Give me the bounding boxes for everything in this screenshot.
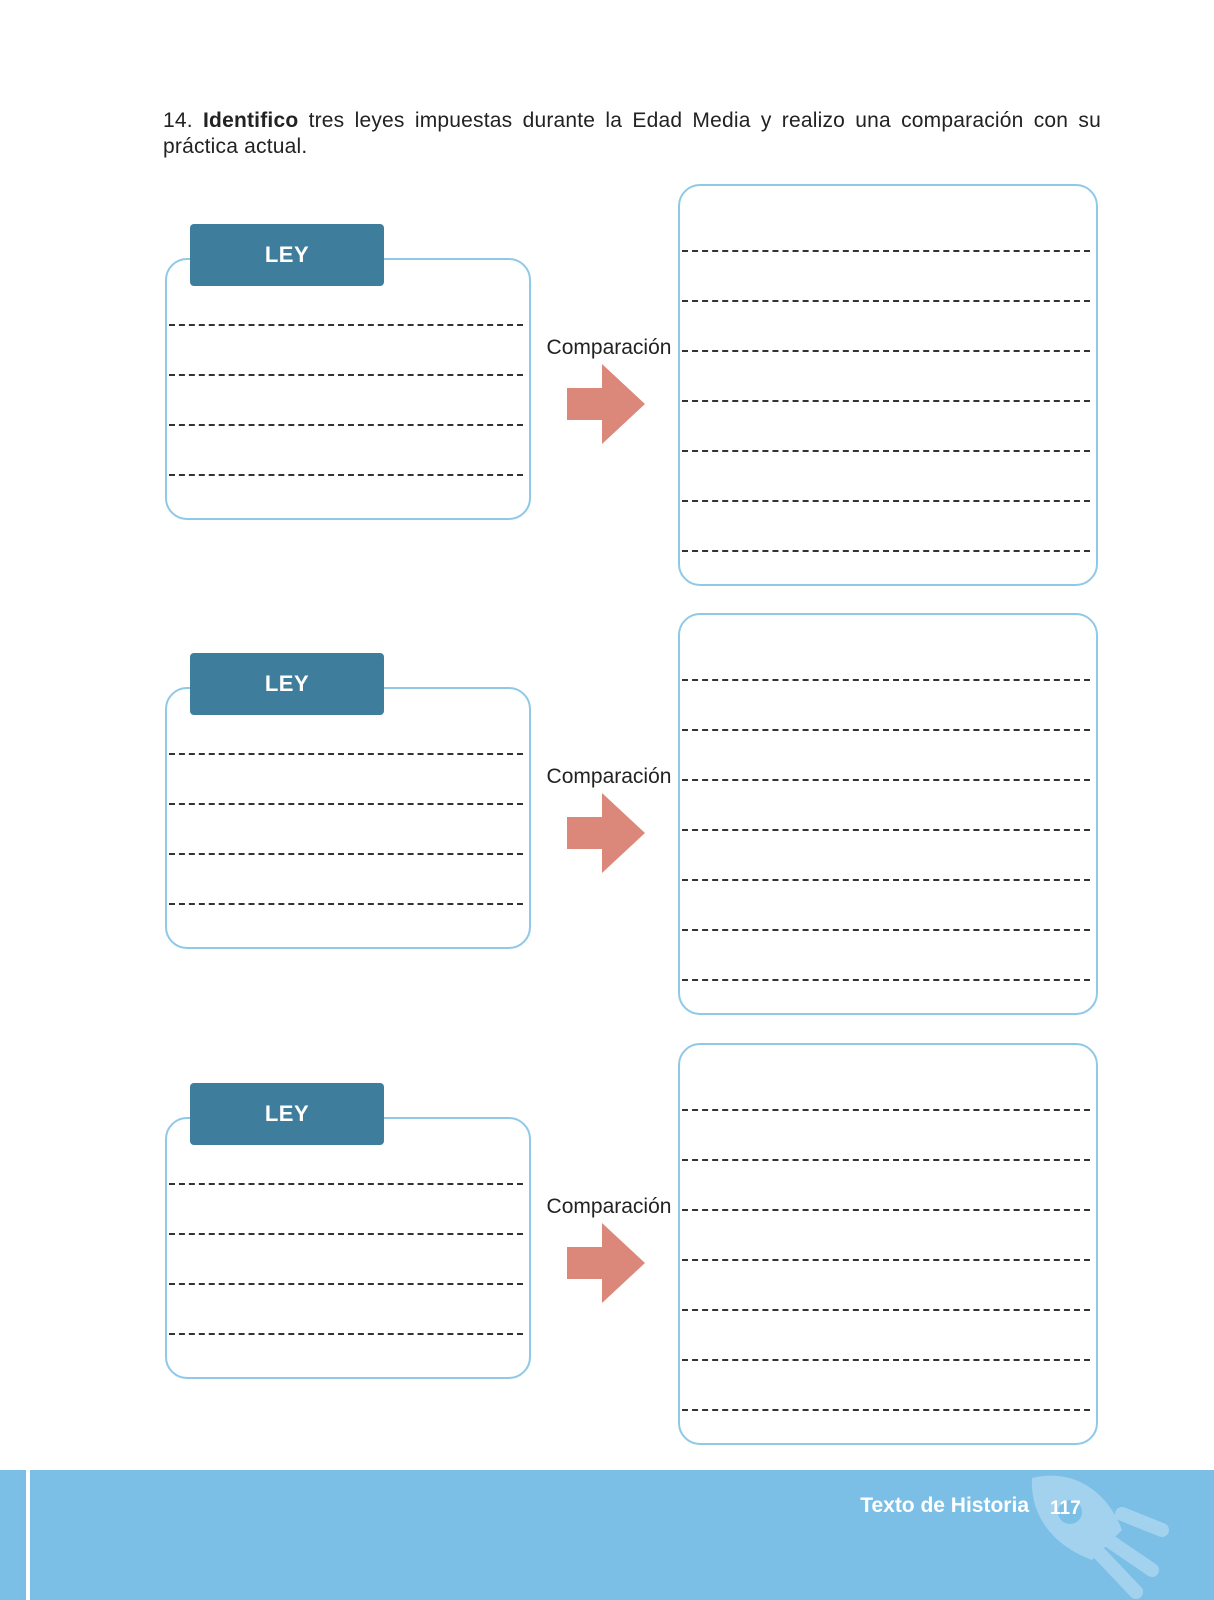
answer-line[interactable] [682,929,1090,931]
answer-line[interactable] [169,1283,523,1285]
answer-line[interactable] [169,324,523,326]
law-answer-box[interactable] [165,687,531,949]
answer-line[interactable] [169,903,523,905]
answer-line[interactable] [682,1159,1090,1161]
answer-line[interactable] [682,1409,1090,1411]
answer-line[interactable] [682,1209,1090,1211]
answer-line[interactable] [169,374,523,376]
comparison-label: Comparación [546,1195,672,1218]
answer-line[interactable] [682,350,1090,352]
answer-line[interactable] [682,500,1090,502]
answer-line[interactable] [169,803,523,805]
answer-line[interactable] [682,1259,1090,1261]
answer-line[interactable] [169,474,523,476]
answer-line[interactable] [169,753,523,755]
answer-line[interactable] [682,550,1090,552]
rocket-icon [1031,1475,1169,1599]
instruction-body: tres leyes impuestas durante la Edad Med… [163,109,1101,158]
answer-line[interactable] [682,300,1090,302]
answer-line[interactable] [682,1309,1090,1311]
law-tab-label: LEY [190,653,384,715]
law-answer-box[interactable] [165,1117,531,1379]
instruction-text: 14. Identifico tres leyes impuestas dura… [163,108,1101,160]
answer-line[interactable] [682,250,1090,252]
answer-line[interactable] [682,400,1090,402]
answer-line[interactable] [169,1333,523,1335]
answer-line[interactable] [682,679,1090,681]
answer-line[interactable] [682,779,1090,781]
law-tab-label: LEY [190,224,384,286]
answer-line[interactable] [169,853,523,855]
law-row-2: LEY Comparación [0,611,1214,1031]
comparison-answer-box[interactable] [678,613,1098,1015]
right-arrow-icon [567,793,645,873]
right-arrow-icon [567,1223,645,1303]
law-row-3: LEY Comparación [0,1041,1214,1461]
right-arrow-icon [567,364,645,444]
exercise-number: 14. [163,109,193,132]
answer-line[interactable] [682,729,1090,731]
answer-line[interactable] [682,450,1090,452]
law-answer-box[interactable] [165,258,531,520]
answer-line[interactable] [682,1109,1090,1111]
answer-line[interactable] [682,1359,1090,1361]
answer-line[interactable] [682,879,1090,881]
law-tab-label: LEY [190,1083,384,1145]
comparison-answer-box[interactable] [678,184,1098,586]
instruction-verb: Identifico [203,109,299,132]
page-number: 117 [1050,1498,1081,1519]
comparison-label: Comparación [546,765,672,788]
law-row-1: LEY Comparación [0,182,1214,602]
comparison-label: Comparación [546,336,672,359]
answer-line[interactable] [682,829,1090,831]
answer-line[interactable] [682,979,1090,981]
answer-line[interactable] [169,1233,523,1235]
book-title: Texto de Historia [860,1494,1029,1517]
footer-divider [26,1470,30,1600]
answer-line[interactable] [169,1183,523,1185]
page-footer: Texto de Historia 117 [0,1470,1214,1600]
comparison-answer-box[interactable] [678,1043,1098,1445]
answer-line[interactable] [169,424,523,426]
